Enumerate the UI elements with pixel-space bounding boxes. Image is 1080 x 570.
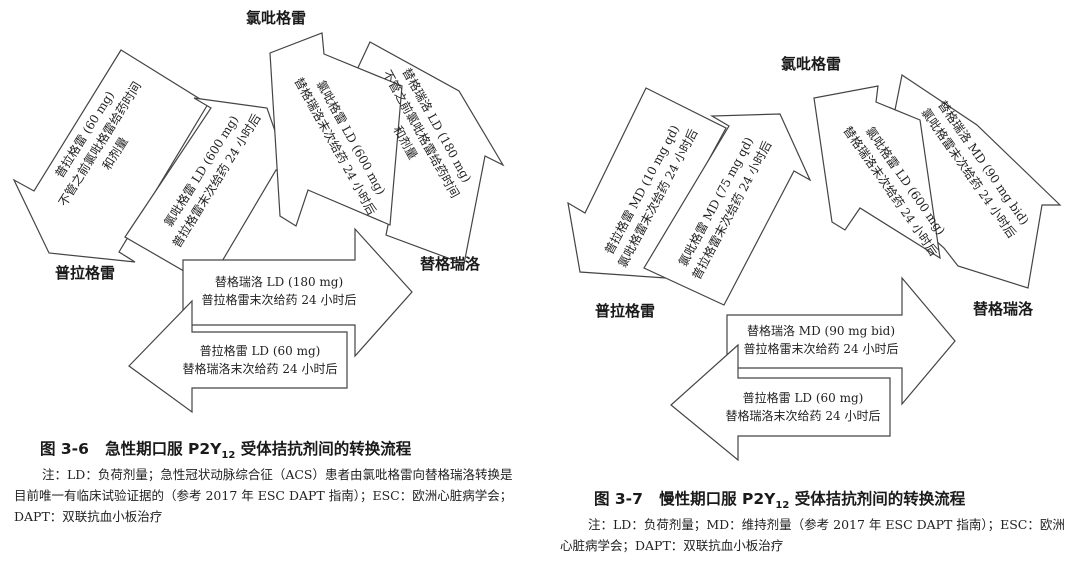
node-prasugrel: 普拉格雷 <box>595 302 656 320</box>
arrow-pras-to-clop <box>643 113 812 306</box>
caption-title-sub: 12 <box>775 500 790 512</box>
caption-number: 图 3-7 <box>594 490 643 508</box>
arrow-line: 替格瑞洛 LD (180 mg) <box>214 275 344 289</box>
figure-caption: 图 3-7 慢性期口服 P2Y12 受体拮抗剂间的转换流程 <box>594 487 965 511</box>
figure-note: 注：LD：负荷剂量；急性冠状动脉综合征（ACS）患者由氯吡格雷向替格瑞洛转换是目… <box>14 467 513 524</box>
arrow-line: 替格瑞洛末次给药 24 小时后 <box>182 362 338 376</box>
figure-caption: 图 3-6 急性期口服 P2Y12 受体拮抗剂间的转换流程 <box>40 437 411 461</box>
caption-title-pre: 慢性期口服 P2Y <box>659 490 776 508</box>
arrow-text-pras-to-tica: 替格瑞洛 MD (90 mg bid) 普拉格雷末次给药 24 小时后 <box>723 322 919 358</box>
arrow-text-pras-to-tica: 替格瑞洛 LD (180 mg) 普拉格雷末次给药 24 小时后 <box>184 273 374 309</box>
arrow-pras-to-tica <box>726 276 956 406</box>
arrow-line: 普拉格雷 LD (60 mg) <box>199 344 321 358</box>
figure-note: 注：LD：负荷剂量；MD：维持剂量（参考 2017 年 ESC DAPT 指南）… <box>560 517 1065 553</box>
arrow-tica-to-clop <box>269 32 403 227</box>
figure-3-7: 氯吡格雷 普拉格雷 替格瑞洛 普拉格雷 MD (10 mg qd) 氯吡格雷末次… <box>540 0 1080 570</box>
caption-title-pre: 急性期口服 P2Y <box>105 440 222 458</box>
arrow-text-tica-to-pras: 普拉格雷 LD (60 mg) 替格瑞洛末次给药 24 小时后 <box>160 342 360 378</box>
arrow-line: 普拉格雷末次给药 24 小时后 <box>201 293 357 307</box>
arrow-line: 普拉格雷 LD (60 mg) <box>742 391 864 405</box>
arrow-tica-to-clop <box>813 85 941 260</box>
arrow-tica-to-pras <box>128 299 348 414</box>
caption-title-post: 受体拮抗剂间的转换流程 <box>235 440 412 458</box>
caption-title-post: 受体拮抗剂间的转换流程 <box>789 490 966 508</box>
node-clopidogrel: 氯吡格雷 <box>246 9 307 27</box>
node-prasugrel: 普拉格雷 <box>55 264 116 282</box>
arrow-tica-to-pras <box>670 343 891 462</box>
arrow-clop-to-pras <box>12 49 209 263</box>
arrow-pras-to-tica <box>182 227 413 358</box>
caption-number: 图 3-6 <box>40 440 89 458</box>
node-ticagrelor: 替格瑞洛 <box>420 255 481 273</box>
arrow-text-tica-to-pras: 普拉格雷 LD (60 mg) 替格瑞洛末次给药 24 小时后 <box>705 389 901 425</box>
caption-title-sub: 12 <box>221 450 236 462</box>
figure-3-6: 氯吡格雷 普拉格雷 替格瑞洛 普拉格雷 (60 mg) 不管之前氯吡格雷给药时间… <box>12 9 513 524</box>
node-ticagrelor: 替格瑞洛 <box>973 300 1034 318</box>
arrow-line: 普拉格雷末次给药 24 小时后 <box>743 342 899 356</box>
arrow-layer <box>12 32 505 414</box>
arrow-line: 替格瑞洛末次给药 24 小时后 <box>725 409 881 423</box>
node-clopidogrel: 氯吡格雷 <box>781 55 842 73</box>
arrow-line: 替格瑞洛 MD (90 mg bid) <box>746 324 896 338</box>
arrow-layer <box>567 74 1062 462</box>
